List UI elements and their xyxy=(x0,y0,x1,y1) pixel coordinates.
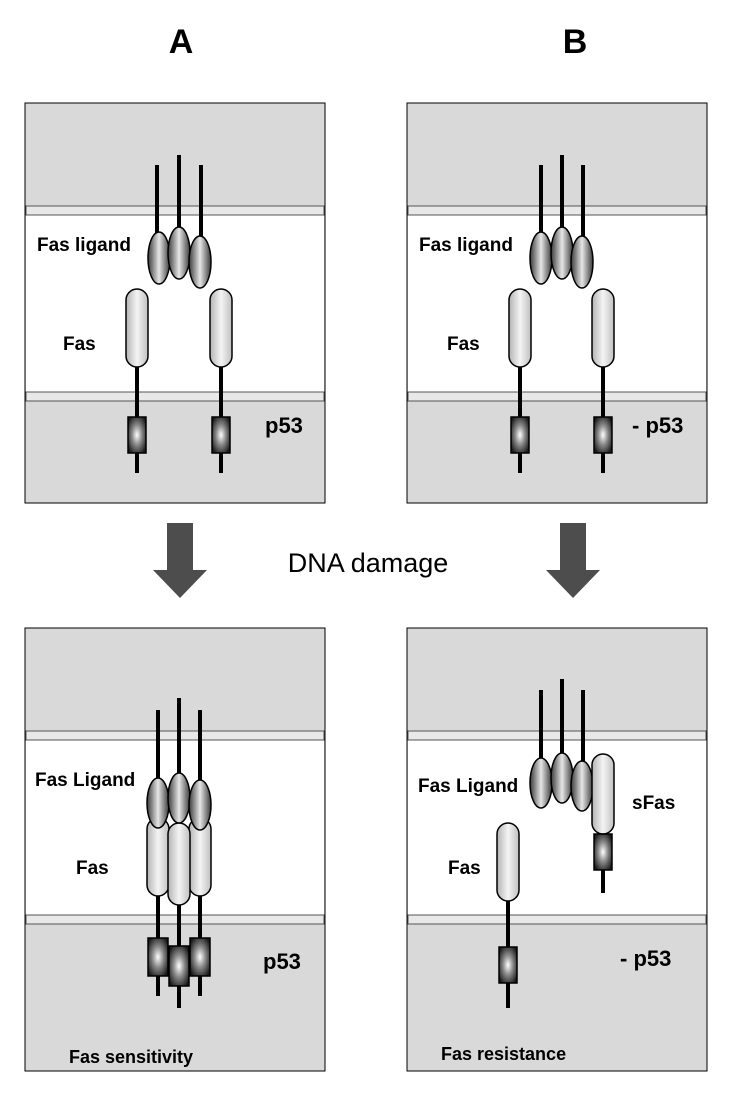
p53-label: - p53 xyxy=(632,413,683,438)
fas-receptor-right xyxy=(591,288,615,473)
down-arrow-b xyxy=(546,523,600,598)
fas-receptor-left xyxy=(508,288,532,473)
ligand-cell-membrane xyxy=(407,730,707,741)
down-arrow-a xyxy=(153,523,207,598)
p53-label: p53 xyxy=(265,413,303,438)
panel-b-before: Fas ligand Fas - p53 xyxy=(406,102,708,504)
soluble-fas xyxy=(591,753,615,893)
fas-ligand-trimer xyxy=(147,155,212,289)
ligand-cell-membrane xyxy=(25,205,325,216)
target-cell-membrane xyxy=(25,914,325,925)
p53-label: - p53 xyxy=(620,946,671,971)
target-cell-membrane xyxy=(25,391,325,402)
fas-ligand-trimer xyxy=(529,155,594,289)
fas-ligand-label: Fas Ligand xyxy=(418,776,518,797)
fas-label: Fas xyxy=(63,334,96,355)
fas-receptor-left xyxy=(125,288,149,473)
fas-receptor-right xyxy=(209,288,233,473)
fas-label: Fas xyxy=(448,858,481,879)
outcome-label: Fas sensitivity xyxy=(69,1047,193,1067)
outcome-label: Fas resistance xyxy=(441,1044,566,1064)
fas-ligand-trimer xyxy=(529,679,594,812)
ligand-cell-membrane xyxy=(25,730,325,741)
column-b-heading: B xyxy=(563,23,588,61)
fas-receptor xyxy=(496,822,520,1008)
dna-damage-label: DNA damage xyxy=(288,548,449,578)
sfas-label: sFas xyxy=(632,793,675,814)
fas-ligand-label: Fas Ligand xyxy=(35,770,135,791)
target-cell-membrane xyxy=(407,914,707,925)
panel-b-after: Fas Ligand sFas Fas - p53 Fas resistance xyxy=(406,627,708,1072)
fas-ligand-trimer xyxy=(156,698,202,790)
target-cell-membrane xyxy=(407,391,707,402)
fas-label: Fas xyxy=(76,858,109,879)
fas-label: Fas xyxy=(447,334,480,355)
ligand-cell-membrane xyxy=(407,205,707,216)
fas-ligand-label: Fas ligand xyxy=(419,235,513,256)
panel-a-before: Fas ligand Fas p53 xyxy=(24,102,326,504)
p53-label: p53 xyxy=(263,949,301,974)
column-a-heading: A xyxy=(169,23,194,61)
fas-ligand-label: Fas ligand xyxy=(37,235,131,256)
fas-ligand-heads xyxy=(146,772,212,831)
fas-receptor-trimer xyxy=(146,817,212,1008)
panel-a-after: Fas Ligand Fas p53 Fas sensitivity xyxy=(24,627,326,1072)
